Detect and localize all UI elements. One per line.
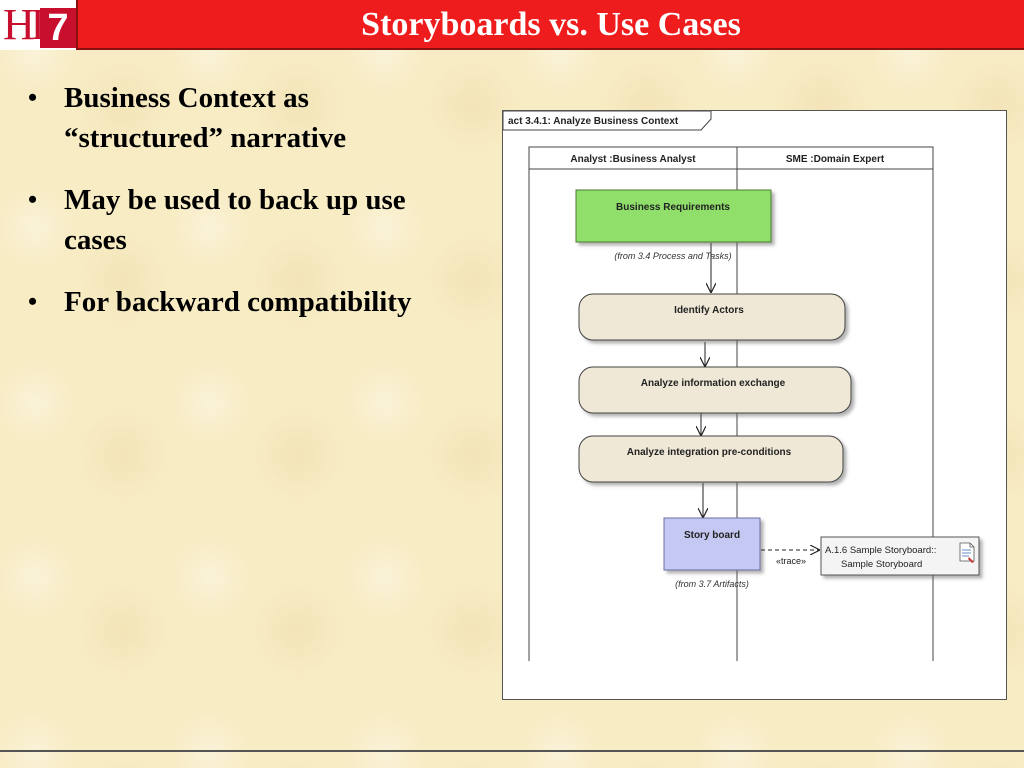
lane-label-sme: SME :Domain Expert	[786, 154, 885, 165]
hl7-logo: HL 7	[0, 0, 78, 50]
bullet-item: • For backward compatibility	[24, 282, 484, 322]
logo-number: 7	[40, 8, 76, 48]
activity-analyze-integration-preconditions	[578, 435, 844, 483]
trace-label: «trace»	[776, 556, 806, 566]
bullet-text: May be used to back up use	[64, 184, 406, 216]
slide-title: Storyboards vs. Use Cases	[361, 6, 741, 43]
diagram-canvas: act 3.4.1: Analyze Business Context Anal…	[502, 110, 980, 661]
activity-analyze-information-exchange	[578, 366, 852, 414]
activity-diagram: act 3.4.1: Analyze Business Context Anal…	[502, 110, 1007, 700]
bullet-item: • Business Context as “structured” narra…	[24, 78, 484, 158]
activity-label: Identify Actors	[674, 305, 744, 316]
business-requirements-source: (from 3.4 Process and Tasks)	[614, 251, 731, 261]
footer-divider	[0, 750, 1024, 752]
document-icon	[959, 542, 975, 563]
sample-storyboard-line1: A.1.6 Sample Storyboard::	[825, 545, 936, 556]
bullet-dot-icon: •	[28, 83, 38, 112]
frame-label: act 3.4.1: Analyze Business Context	[508, 116, 679, 127]
activity-label: Analyze information exchange	[641, 378, 786, 389]
lane-header-sme	[736, 146, 934, 170]
bullet-list: • Business Context as “structured” narra…	[24, 78, 484, 344]
storyboard-label: Story board	[684, 530, 740, 541]
business-requirements-label: Business Requirements	[616, 202, 730, 213]
lane-label-analyst: Analyst :Business Analyst	[570, 154, 696, 165]
bullet-dot-icon: •	[28, 185, 38, 214]
bullet-text: “structured” narrative	[64, 122, 347, 154]
sample-storyboard-node	[820, 536, 980, 576]
bullet-text: Business Context as	[64, 82, 309, 114]
storyboard-source: (from 3.7 Artifacts)	[675, 579, 749, 589]
bullet-text: For backward compatibility	[64, 286, 412, 318]
frame-tab	[502, 110, 712, 131]
activity-identify-actors	[578, 293, 846, 341]
activity-label: Analyze integration pre-conditions	[627, 447, 792, 458]
storyboard-node	[663, 517, 761, 571]
sample-storyboard-line2: Sample Storyboard	[841, 559, 922, 570]
bullet-item: • May be used to back up use cases	[24, 180, 484, 260]
bullet-text: cases	[64, 224, 127, 256]
business-requirements-node	[575, 189, 772, 243]
title-bar: HL 7 Storyboards vs. Use Cases	[0, 0, 1024, 50]
bullet-dot-icon: •	[28, 287, 38, 316]
